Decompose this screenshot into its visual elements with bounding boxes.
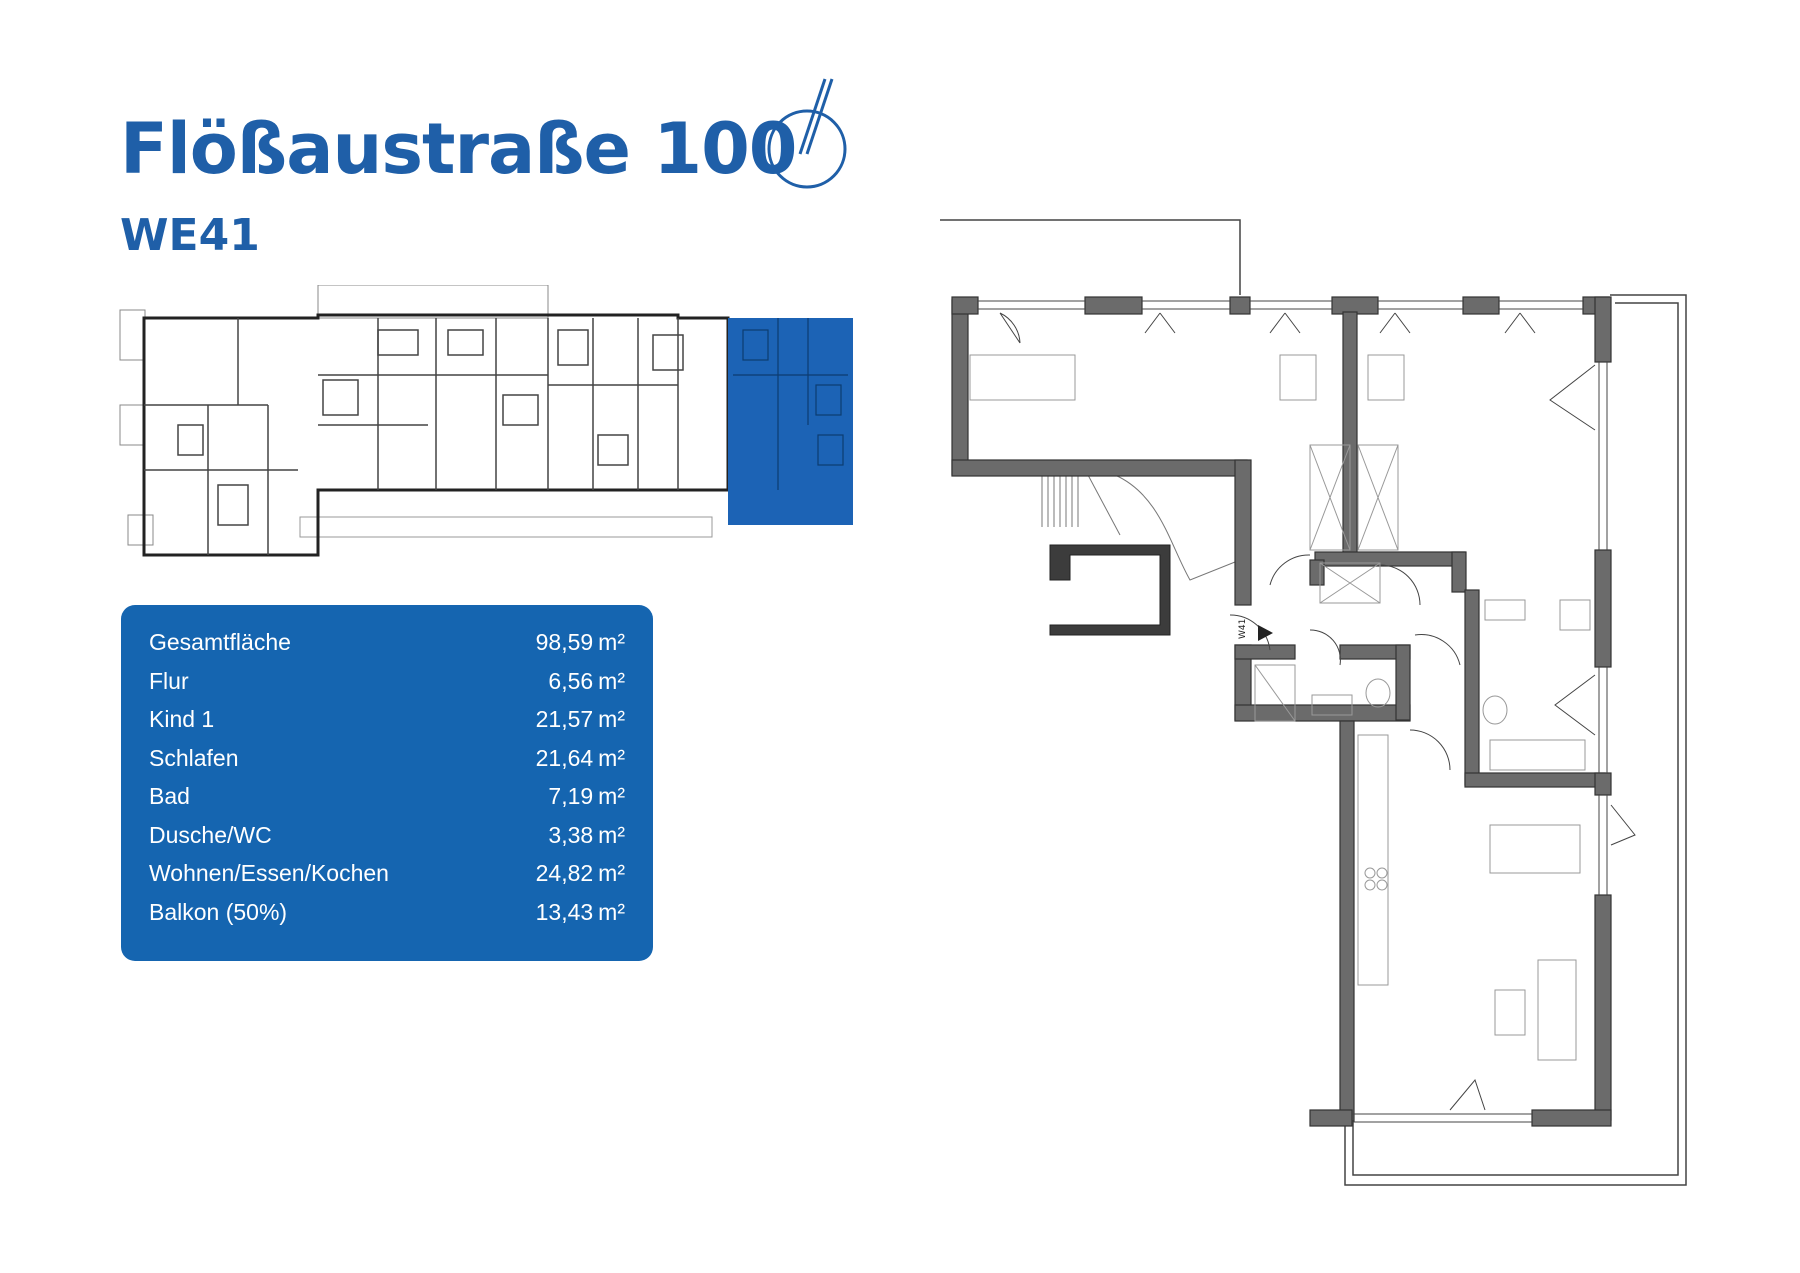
building-overview-plan	[119, 285, 853, 557]
area-label: Kind 1	[149, 706, 215, 732]
area-unit: m²	[598, 744, 625, 771]
entrance-label: W41	[1238, 619, 1248, 639]
area-unit: m²	[598, 667, 625, 694]
north-arrow-icon	[767, 78, 847, 189]
area-label: Balkon (50%)	[149, 898, 288, 925]
area-label: Gesamtfläche	[149, 629, 291, 655]
area-label: Dusche/WC	[149, 821, 272, 848]
unit-name: WE41	[120, 210, 260, 261]
area-label: Bad	[149, 783, 190, 809]
area-value: 3,38	[548, 821, 594, 848]
area-value: 24,82	[535, 860, 594, 886]
area-value: 21,64	[535, 744, 594, 771]
unit-floor-plan: W41	[940, 219, 1687, 1186]
area-value: 98,59	[535, 629, 594, 655]
area-unit: m²	[598, 783, 625, 809]
area-unit: m²	[598, 860, 625, 886]
area-unit: m²	[598, 821, 625, 848]
area-label: Flur	[149, 667, 189, 694]
area-label: Schlafen	[149, 744, 239, 771]
area-label: Wohnen/Essen/Kochen	[149, 860, 389, 886]
page-title: Flößaustraße 100	[120, 108, 798, 190]
area-value: 7,19	[548, 783, 594, 809]
area-unit: m²	[598, 706, 625, 732]
area-unit: m²	[598, 898, 625, 925]
area-value: 21,57	[535, 706, 594, 732]
area-unit: m²	[598, 629, 625, 655]
area-value: 13,43	[535, 898, 594, 925]
area-value: 6,56	[548, 667, 594, 694]
